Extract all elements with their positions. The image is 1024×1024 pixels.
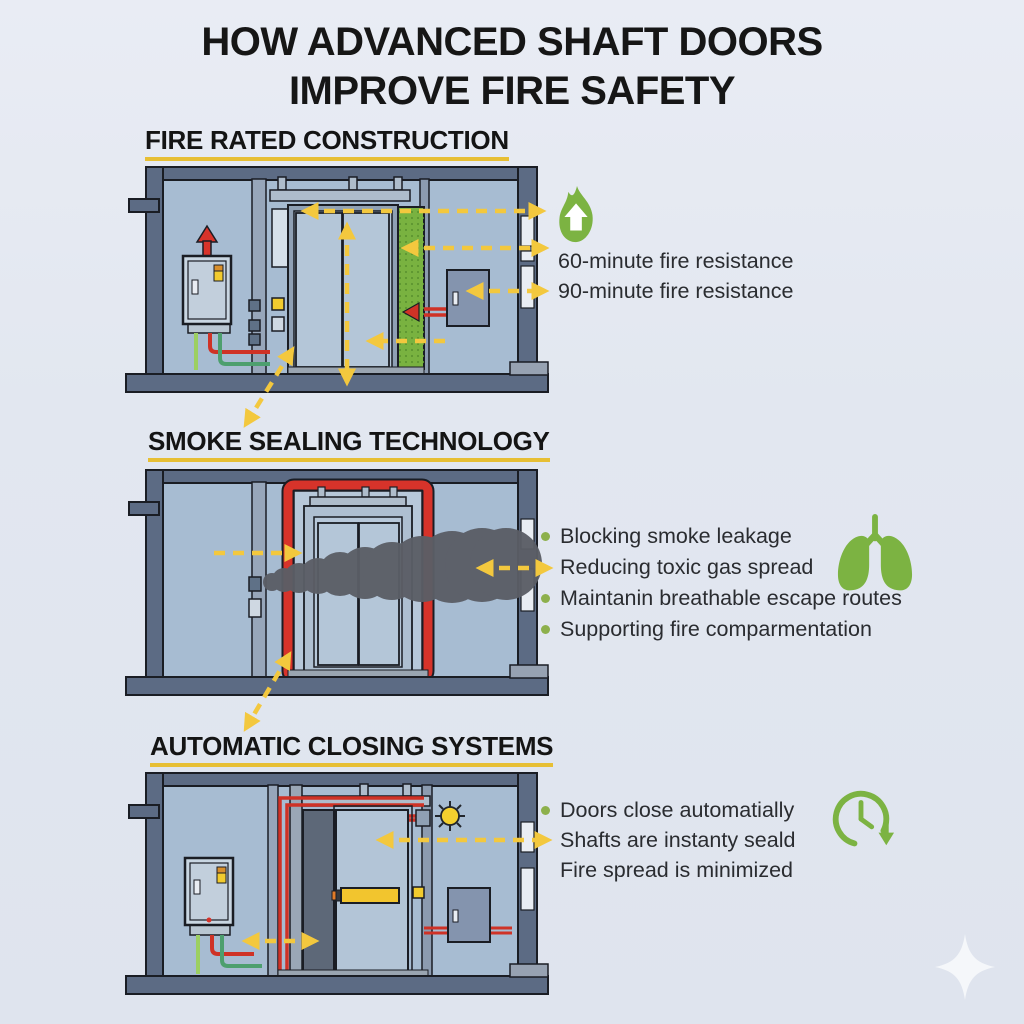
sun-icon xyxy=(435,801,465,831)
fire-rated-shaft-diagram xyxy=(125,166,549,393)
smoke-sealing-shaft-diagram xyxy=(125,469,549,696)
list-item: Shafts are instanty seald xyxy=(560,828,796,852)
shaft-side-panel xyxy=(271,208,289,268)
smoke-sealing-benefits-list: Blocking smoke leakage Reducing toxic ga… xyxy=(541,521,902,645)
list-item: Supporting fire comparmentation xyxy=(541,614,902,645)
sparkle-icon xyxy=(935,934,995,1000)
bullet-dot xyxy=(541,532,550,541)
structure-walls xyxy=(128,772,538,979)
section-heading-fire-rated: FIRE RATED CONSTRUCTION xyxy=(145,125,509,161)
clock-auto-close-icon xyxy=(832,790,895,848)
dark-door-panel xyxy=(302,809,335,979)
list-item: Doors close automatially xyxy=(541,795,795,825)
fitting xyxy=(248,576,262,592)
fire-door xyxy=(302,805,413,981)
elevator-door xyxy=(287,204,399,374)
list-item: Blocking smoke leakage xyxy=(541,521,902,552)
page-title-line1: HOW ADVANCED SHAFT DOORS xyxy=(201,20,823,64)
cables xyxy=(194,333,270,370)
call-button xyxy=(412,886,425,899)
shaft-fittings xyxy=(248,297,285,346)
floor xyxy=(125,664,549,696)
bullet-dot xyxy=(541,625,550,634)
automatic-closing-benefits-list: Doors close automatially Shafts are inst… xyxy=(541,795,795,885)
section-heading-smoke-sealing: SMOKE SEALING TECHNOLOGY xyxy=(148,426,550,462)
bullet-dot xyxy=(541,805,550,815)
door-header-rail xyxy=(269,176,411,202)
shaft-column-left xyxy=(251,178,267,377)
control-panel xyxy=(183,856,235,936)
page-title-line2: IMPROVE FIRE SAFETY xyxy=(288,69,736,113)
panic-push-bar xyxy=(340,887,400,904)
control-panel xyxy=(181,224,233,334)
floor xyxy=(125,361,549,393)
fire-insulation-strip xyxy=(397,206,425,370)
flame-rising-icon xyxy=(559,186,593,243)
door-jamb xyxy=(289,784,303,979)
section-heading-automatic-closing: AUTOMATIC CLOSING SYSTEMS xyxy=(150,731,554,767)
floor xyxy=(125,963,549,995)
junction-box-right xyxy=(424,887,512,943)
automatic-closing-shaft-diagram xyxy=(125,772,549,995)
cables xyxy=(196,935,262,974)
page-title: HOW ADVANCED SHAFT DOORS IMPROVE FIRE SA… xyxy=(0,18,1024,116)
list-item: Maintanin breathable escape routes xyxy=(541,583,902,614)
fitting xyxy=(248,598,262,618)
shaft-column-left xyxy=(267,784,279,979)
bullet-dot xyxy=(541,594,550,603)
annotation-60-minute: 60-minute fire resistance xyxy=(558,249,794,273)
list-item: Fire spread is minimized xyxy=(560,858,793,882)
annotation-90-minute: 90-minute fire resistance xyxy=(558,279,794,303)
list-item: Reducing toxic gas spread xyxy=(560,555,814,579)
door-closer-bracket xyxy=(415,809,431,827)
red-arrow-left xyxy=(401,301,420,323)
lungs-icon xyxy=(837,514,913,591)
